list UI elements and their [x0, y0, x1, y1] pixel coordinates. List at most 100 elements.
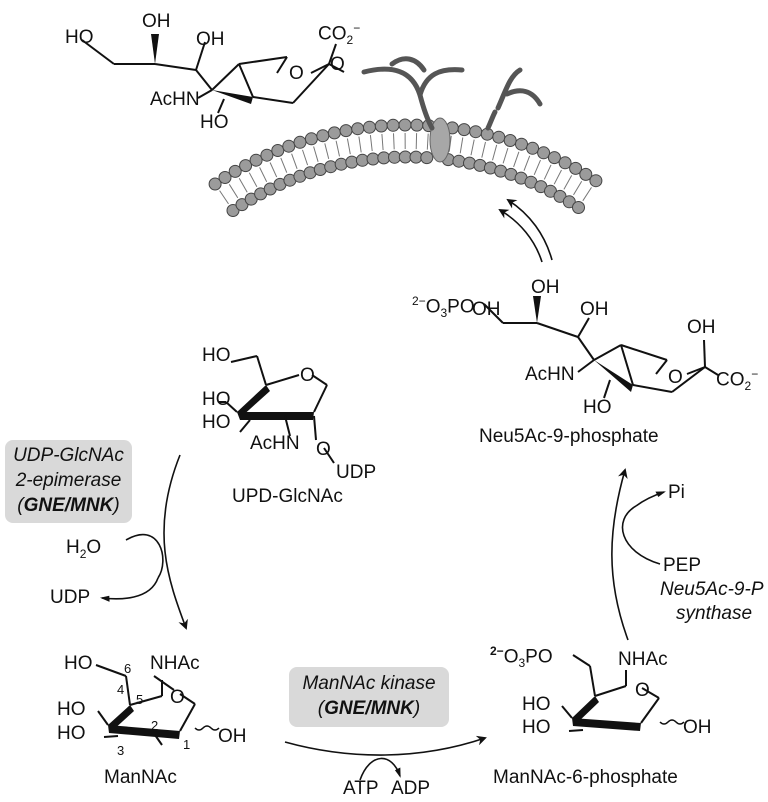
- lipid-tail: [459, 137, 464, 154]
- lipid-tail: [563, 175, 573, 190]
- synthase-pi-arrow: [635, 491, 666, 507]
- cell-membrane: [208, 118, 603, 217]
- mannac-caption: ManNAc: [104, 767, 177, 788]
- lipid-head: [271, 144, 285, 157]
- lipid-head: [334, 157, 348, 171]
- lipid-head: [324, 160, 338, 174]
- lipid-tail: [502, 147, 509, 164]
- lipid-tail: [513, 151, 520, 168]
- synthase-name-line1: Neu5Ac-9-P: [660, 579, 764, 600]
- lipid-head: [366, 152, 380, 166]
- lipid-head: [293, 135, 307, 149]
- atom-label: OH: [687, 317, 716, 338]
- atom-label: NHAc: [618, 649, 668, 670]
- neu5ac9p-caption: Neu5Ac-9-phosphate: [479, 426, 659, 447]
- lipid-head: [377, 151, 391, 165]
- membrane-outer-leaflet: [208, 118, 603, 191]
- lipid-head: [218, 171, 232, 184]
- sialic-acid-bonds: [81, 34, 345, 114]
- lipid-tail: [228, 184, 239, 199]
- lipid-head: [316, 129, 330, 143]
- mannac6p-bonds: [561, 654, 685, 732]
- lipid-head: [515, 137, 528, 151]
- lipid-head: [589, 174, 603, 188]
- synthase-name-line2: synthase: [676, 603, 753, 624]
- lipid-tail: [470, 139, 475, 156]
- epimerase-arrow: [163, 454, 188, 630]
- kinase-name: ManNAc kinase: [302, 673, 436, 694]
- lipid-tail: [219, 190, 229, 205]
- kinase-atp-adp-arrow: [359, 757, 401, 781]
- lipid-tail: [481, 141, 486, 158]
- adp-label: ADP: [391, 778, 431, 799]
- mannac6p-caption: ManNAc-6-phosphate: [493, 767, 678, 788]
- atom-label: AcHN: [150, 89, 200, 110]
- lipid-head: [420, 151, 434, 165]
- epimerase-name-line2: 2-epimerase: [15, 470, 122, 491]
- kinase-box: ManNAc kinase (GNE/MNK): [289, 667, 449, 727]
- epimerase-gene: (GNE/MNK): [17, 495, 120, 516]
- lipid-tail: [238, 178, 248, 193]
- lipid-head: [249, 153, 263, 167]
- lipid-head: [260, 148, 274, 162]
- lipid-tail: [346, 138, 351, 155]
- atom-label: O: [316, 439, 331, 460]
- lipid-head: [526, 141, 540, 155]
- membrane-arrow-1: [506, 198, 553, 261]
- lipid-head: [363, 120, 376, 134]
- lipid-head: [469, 125, 483, 139]
- synthase-arrow: [611, 468, 629, 641]
- lipid-tail: [280, 157, 288, 173]
- kinase-arrow: [284, 735, 487, 756]
- udp-glcnac-bonds: [219, 355, 335, 464]
- lipid-head: [503, 134, 517, 147]
- epimerase-udp-arrow: [100, 577, 159, 602]
- lipid-head: [398, 118, 412, 132]
- atom-label: HO: [583, 397, 612, 418]
- lipid-head: [388, 150, 401, 164]
- synthase-pep-arrow: [621, 505, 661, 565]
- atom-label: HO: [57, 699, 86, 720]
- lipid-tail: [335, 140, 340, 157]
- carbon-number: 6: [124, 661, 132, 676]
- udp-byproduct-label: UDP: [50, 587, 91, 608]
- carbon-number: 1: [183, 737, 191, 752]
- atom-label: HO: [65, 27, 94, 48]
- atom-label: O: [635, 680, 650, 701]
- neu5ac9p-bonds: [483, 296, 719, 399]
- lipid-tail: [381, 133, 384, 151]
- lipid-head: [374, 119, 388, 133]
- atom-label: HO: [202, 345, 231, 366]
- carbon-number: 4: [117, 682, 125, 697]
- atom-label: OH: [218, 726, 247, 747]
- atom-label: OH: [683, 717, 712, 738]
- lipid-tail: [248, 172, 258, 188]
- lipid-head: [463, 156, 476, 170]
- atom-label: O: [330, 54, 345, 75]
- phosphate-label: 2−O3PO: [412, 294, 475, 321]
- atom-label: OH: [580, 299, 609, 320]
- lipid-head: [208, 177, 222, 191]
- lipid-tail: [553, 169, 562, 185]
- atom-label: UDP: [336, 462, 377, 483]
- atom-label: HO: [200, 112, 229, 133]
- epimerase-h2o-arrow: [125, 533, 164, 579]
- lipid-head: [562, 195, 576, 209]
- atom-label: HO: [202, 412, 231, 433]
- membrane-arrow-2: [498, 208, 543, 263]
- lipid-head: [537, 146, 551, 160]
- atom-label: HO: [64, 653, 93, 674]
- epimerase-name-line1: UDP-GlcNAc: [13, 445, 124, 466]
- lipid-head: [410, 118, 424, 132]
- membrane-protein: [429, 117, 451, 163]
- lipid-head: [327, 126, 341, 140]
- epimerase-box: UDP-GlcNAc 2-epimerase (GNE/MNK): [5, 440, 132, 523]
- pep-label: PEP: [663, 555, 702, 576]
- pathway-arrows: [100, 198, 666, 781]
- lipid-tail: [393, 133, 395, 150]
- membrane-inner-leaflet: [226, 150, 585, 217]
- carbon-number: 5: [136, 692, 144, 707]
- lipid-tail: [358, 136, 362, 153]
- carbon-number: 2: [151, 718, 159, 733]
